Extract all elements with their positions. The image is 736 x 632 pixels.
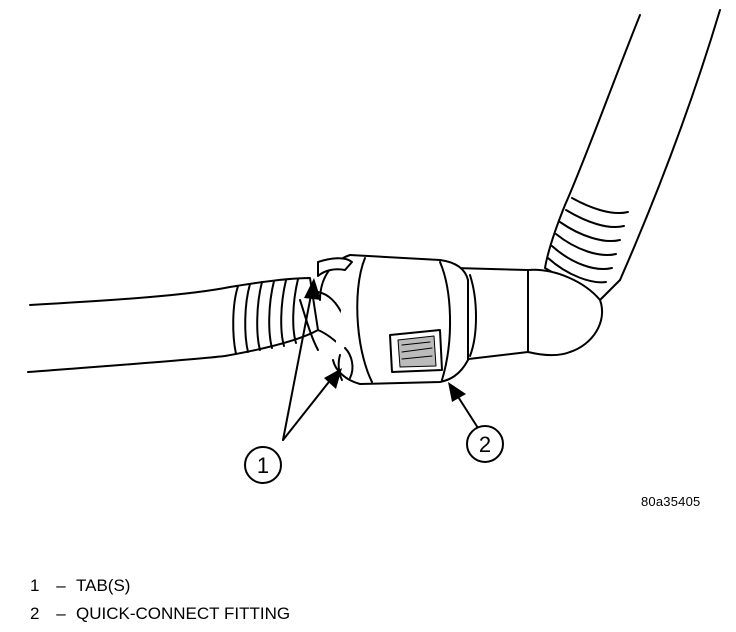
figure-id: 80a35405 (641, 494, 701, 509)
legend-item: 1–TAB(S) (30, 572, 290, 600)
callout-2: 2 (466, 425, 504, 463)
legend: 1–TAB(S) 2–QUICK-CONNECT FITTING (30, 572, 290, 628)
quick-connect-fitting-body (317, 254, 529, 385)
legend-number: 1 (30, 576, 40, 595)
callout-2-number: 2 (479, 432, 491, 457)
legend-dash: – (56, 576, 66, 595)
legend-label: QUICK-CONNECT FITTING (76, 604, 291, 623)
callout-1-arrows (282, 289, 333, 441)
right-fuel-line (527, 9, 721, 356)
legend-label: TAB(S) (76, 576, 131, 595)
legend-item: 2–QUICK-CONNECT FITTING (30, 600, 290, 628)
legend-number: 2 (30, 604, 40, 623)
callout-1: 1 (244, 446, 282, 484)
arrowhead-1a (304, 278, 321, 300)
callout-1-number: 1 (257, 453, 269, 478)
arrowhead-2 (448, 382, 466, 402)
legend-dash: – (56, 604, 66, 623)
arrowhead-1b (324, 368, 342, 389)
